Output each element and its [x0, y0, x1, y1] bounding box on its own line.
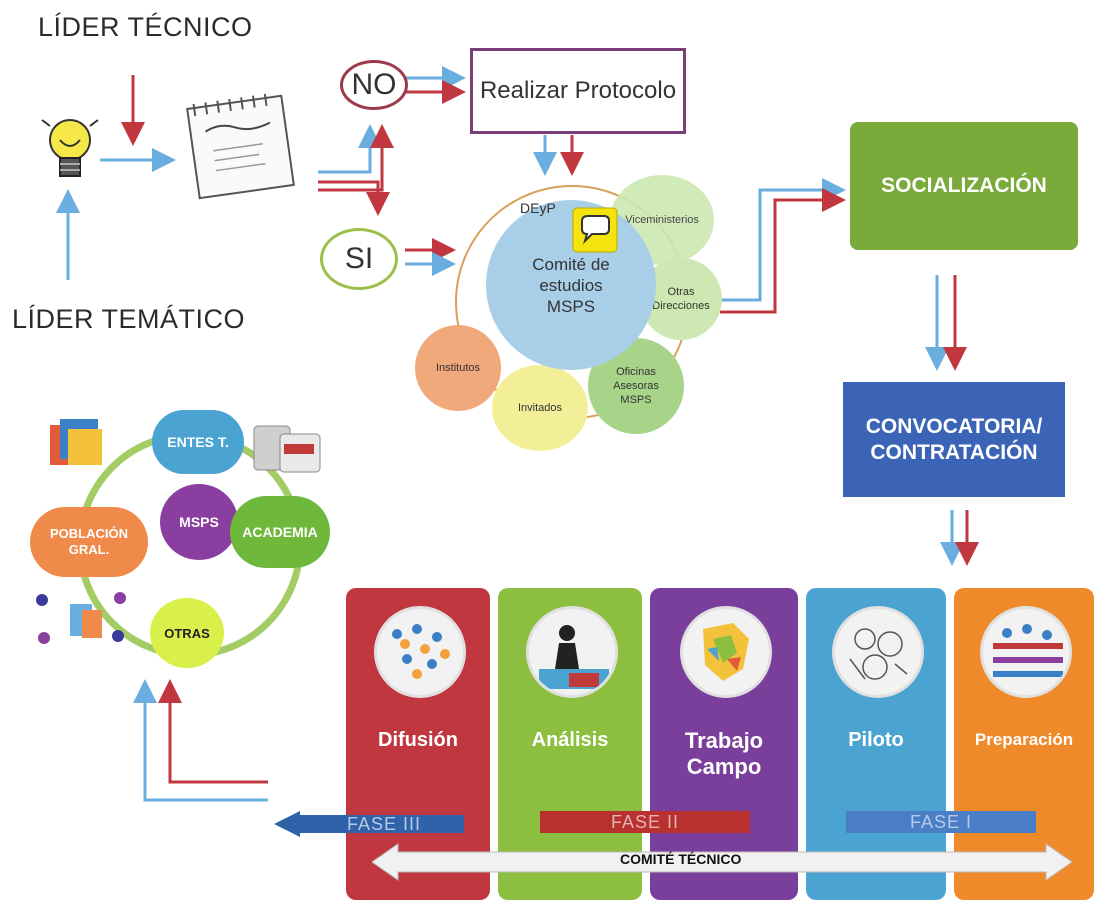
realizar-protocolo-box: Realizar Protocolo	[470, 48, 686, 134]
otras-label: OTRAS	[164, 625, 210, 641]
entes-circle: ENTES T.	[152, 410, 244, 474]
map-icon	[703, 623, 749, 681]
fase-iii-label: FASE III	[346, 813, 422, 834]
fase-ii-bar: FASE II	[540, 811, 750, 833]
si-label: SI	[344, 242, 374, 275]
phase-analisis: Análisis	[498, 588, 642, 900]
difusion-image	[374, 606, 466, 698]
lider-tecnico-label: LÍDER TÉCNICO	[38, 12, 253, 42]
comite-tecnico-arrow	[372, 843, 1072, 881]
realizar-protocolo-label: Realizar Protocolo	[479, 77, 677, 104]
socializacion-box: SOCIALIZACIÓN	[850, 122, 1078, 250]
fase-ii-label: FASE II	[610, 811, 680, 832]
poblacion-circle: POBLACIÓN GRAL.	[30, 507, 148, 577]
difusion-label: Difusión	[378, 729, 458, 751]
institutos-circle: Institutos	[415, 325, 501, 411]
fase-i-label: FASE I	[909, 811, 973, 832]
otras-direcciones-label: Otras Direcciones	[652, 286, 710, 312]
poblacion-label: POBLACIÓN GRAL.	[50, 526, 128, 557]
runners-icon	[993, 624, 1063, 677]
phase-preparacion: Preparación	[954, 588, 1094, 900]
academia-circle: ACADEMIA	[230, 496, 330, 568]
academia-label: ACADEMIA	[242, 524, 318, 540]
notebook-icon	[186, 93, 295, 200]
invitados-label: Invitados	[517, 402, 563, 414]
viceministerios-circle: Viceministerios	[610, 175, 714, 265]
trabajo-campo-image	[680, 606, 772, 698]
phase-piloto: Piloto	[806, 588, 946, 900]
phase-difusion: Difusión	[346, 588, 490, 900]
sketch-icon	[849, 628, 908, 680]
viceministerios-label: Viceministerios	[625, 214, 699, 226]
trabajo-campo-label: Trabajo Campo	[684, 728, 764, 779]
invitados-circle: Invitados	[492, 365, 588, 451]
no-option: NO	[340, 60, 408, 110]
comite-tecnico-label: COMITÉ TÉCNICO	[620, 851, 742, 867]
no-label: NO	[351, 68, 397, 101]
convocatoria-box: CONVOCATORIA/ CONTRATACIÓN	[843, 382, 1065, 497]
piloto-image	[832, 606, 924, 698]
fase-iii-arrow	[274, 811, 464, 837]
chat-bubble-icon[interactable]	[572, 207, 618, 253]
cans-icon	[253, 425, 321, 473]
lightbulb-icon	[41, 119, 99, 177]
chart-books-icon	[50, 419, 102, 465]
msps-label: MSPS	[179, 514, 219, 530]
deyp-label: DEyP	[520, 200, 556, 216]
preparacion-image	[980, 606, 1072, 698]
institutos-label: Institutos	[435, 362, 481, 374]
analisis-label: Análisis	[531, 729, 609, 751]
fase-iii-bar: FASE III	[274, 811, 464, 837]
convocatoria-label: CONVOCATORIA/ CONTRATACIÓN	[865, 414, 1043, 464]
si-option: SI	[320, 228, 398, 290]
crowd-icon	[392, 624, 450, 679]
otras-circle: OTRAS	[150, 598, 224, 668]
fase-i-bar: FASE I	[846, 811, 1036, 833]
analisis-image	[526, 606, 618, 698]
oficinas-asesoras-circle: Oficinas Asesoras MSPS	[588, 338, 684, 434]
comite-center-circle: Comité de estudios MSPS	[486, 200, 656, 370]
lider-tematico-label: LÍDER TEMÁTICO	[12, 304, 246, 334]
phase-trabajo-campo: Trabajo Campo	[650, 588, 798, 900]
msps-circle: MSPS	[160, 484, 238, 560]
preparacion-label: Preparación	[974, 730, 1074, 749]
piloto-label: Piloto	[848, 729, 904, 751]
comite-center-label: Comité de estudios MSPS	[532, 254, 610, 316]
socializacion-label: SOCIALIZACIÓN	[881, 174, 1047, 197]
oficinas-asesoras-label: Oficinas Asesoras MSPS	[613, 366, 659, 406]
people-dots-icon	[36, 592, 126, 644]
entes-label: ENTES T.	[167, 434, 229, 450]
thinker-icon	[539, 625, 609, 689]
